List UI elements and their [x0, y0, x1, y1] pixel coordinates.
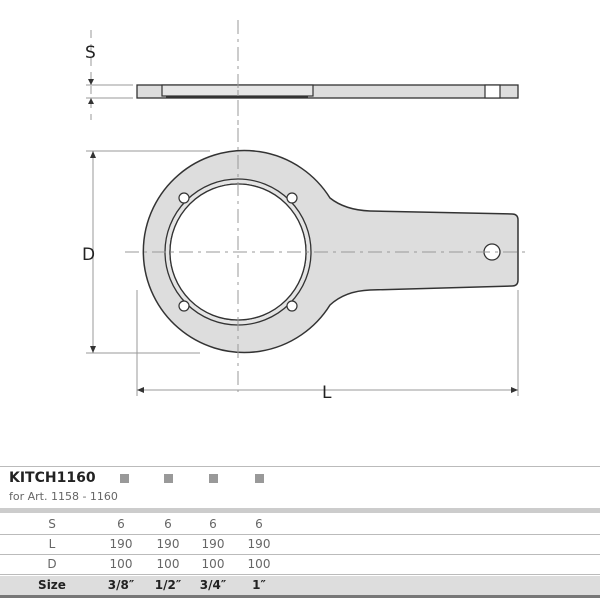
- cell: 3/4″: [199, 578, 227, 592]
- wrench-drawing: S D L: [82, 20, 525, 403]
- cell: 6: [255, 517, 263, 531]
- thickness-label: S: [85, 43, 96, 63]
- row-label: L: [48, 537, 56, 551]
- row-label: D: [47, 557, 57, 571]
- cell: 6: [209, 517, 217, 531]
- cell: 3/8″: [107, 578, 135, 592]
- cell: 100: [109, 557, 133, 571]
- length-dimension: L: [136, 290, 519, 403]
- variant-marker: [255, 474, 264, 483]
- side-view: [136, 80, 519, 125]
- cell: 100: [156, 557, 180, 571]
- divider: [0, 466, 600, 467]
- cell: 190: [109, 537, 133, 551]
- thickness-dimension: S: [85, 30, 133, 120]
- row-label: S: [48, 517, 56, 531]
- row-label: Size: [38, 578, 66, 592]
- variant-marker: [209, 474, 218, 483]
- cell: 190: [156, 537, 180, 551]
- table-row: S 6 6 6 6: [0, 515, 600, 535]
- cell: 6: [117, 517, 125, 531]
- size-row: Size 3/8″ 1/2″ 3/4″ 1″: [0, 576, 600, 598]
- cell: 1″: [252, 578, 266, 592]
- cell: 100: [247, 557, 271, 571]
- cell: 190: [247, 537, 271, 551]
- wrench-front-view: [125, 20, 525, 392]
- diameter-label: D: [82, 245, 95, 265]
- table-row: L 190 190 190 190: [0, 535, 600, 555]
- divider: [0, 508, 600, 513]
- compatibility-note: for Art. 1158 - 1160: [9, 490, 118, 503]
- variant-marker: [120, 474, 129, 483]
- cell: 100: [201, 557, 225, 571]
- cell: 6: [164, 517, 172, 531]
- table-row: D 100 100 100 100: [0, 555, 600, 575]
- cell: 190: [201, 537, 225, 551]
- product-code: KITCH1160: [9, 470, 96, 486]
- length-label: L: [322, 383, 332, 403]
- diameter-dimension: D: [82, 150, 210, 354]
- cell: 1/2″: [154, 578, 182, 592]
- variant-marker: [164, 474, 173, 483]
